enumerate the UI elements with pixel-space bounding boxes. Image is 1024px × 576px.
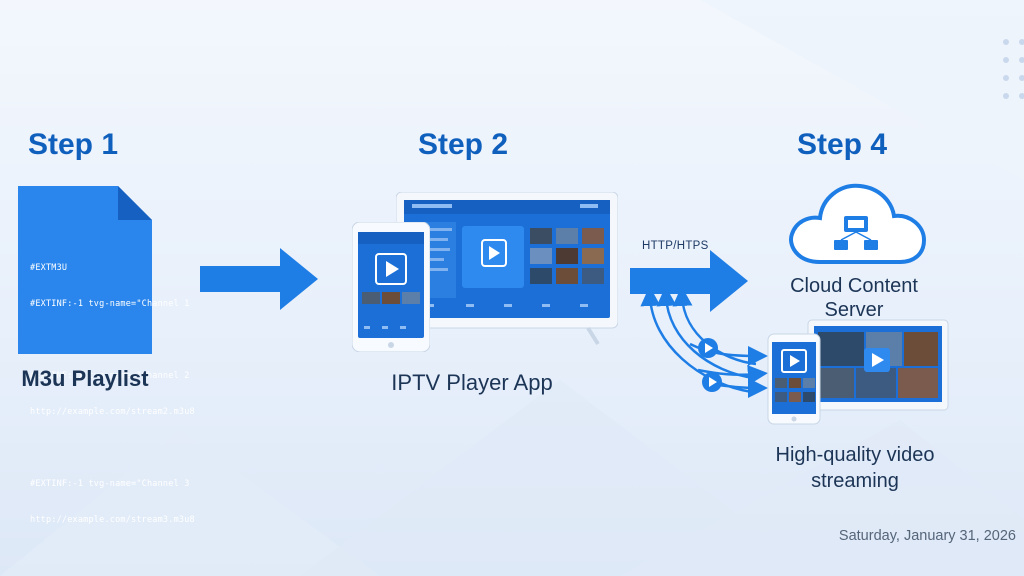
step-4-label: Cloud Content Server	[764, 274, 944, 322]
playlist-line: #EXTINF:-1 tvg-name="Channel 1	[30, 299, 190, 309]
dot-grid-decoration	[1003, 39, 1024, 99]
playlist-text-lines: #EXTM3U #EXTINF:-1 tvg-name="Channel 1 #…	[30, 238, 195, 550]
streaming-arrows	[640, 286, 768, 398]
flow-arrow-1	[200, 248, 318, 310]
step-4-label-line-2: Server	[824, 299, 884, 321]
cloud-server-icon	[789, 183, 927, 264]
step-4-label-line-1: Cloud Content	[790, 275, 918, 297]
tablet-illustration	[352, 222, 430, 352]
playlist-line: #EXTINF:-1 tvg-name="Channel 3	[30, 479, 190, 489]
step-2-title: Step 2	[418, 128, 509, 161]
flow-arrow-2	[630, 250, 748, 312]
playlist-line: #EXTM3U	[30, 263, 68, 273]
streaming-label: High-quality video streaming	[746, 442, 964, 494]
step-1-title: Step 1	[28, 128, 119, 161]
playlist-line	[30, 442, 148, 454]
playlist-line: #EXTINF:-1 tvg-name="Channel 2	[30, 371, 190, 381]
protocol-label: HTTP/HTPS	[642, 240, 709, 252]
streaming-label-line-2: streaming	[811, 470, 899, 492]
tv-screen-illustration	[396, 192, 618, 346]
footer-date: Saturday, January 31, 2026	[838, 528, 1016, 544]
step-4-title: Step 4	[797, 128, 888, 161]
streaming-label-line-1: High-quality video	[775, 444, 935, 466]
playlist-document-icon: #EXTM3U #EXTINF:-1 tvg-name="Channel 1 #…	[18, 186, 195, 525]
playlist-line	[30, 334, 148, 346]
step-1-label: M3u Playlist	[21, 366, 149, 391]
step-2-label: IPTV Player App	[391, 370, 553, 395]
playlist-line: http://example.com/stream2.m3u8	[30, 407, 195, 417]
playlist-line: http://example.com/stream3.m3u8	[30, 515, 195, 525]
streaming-devices-illustration	[767, 319, 949, 425]
